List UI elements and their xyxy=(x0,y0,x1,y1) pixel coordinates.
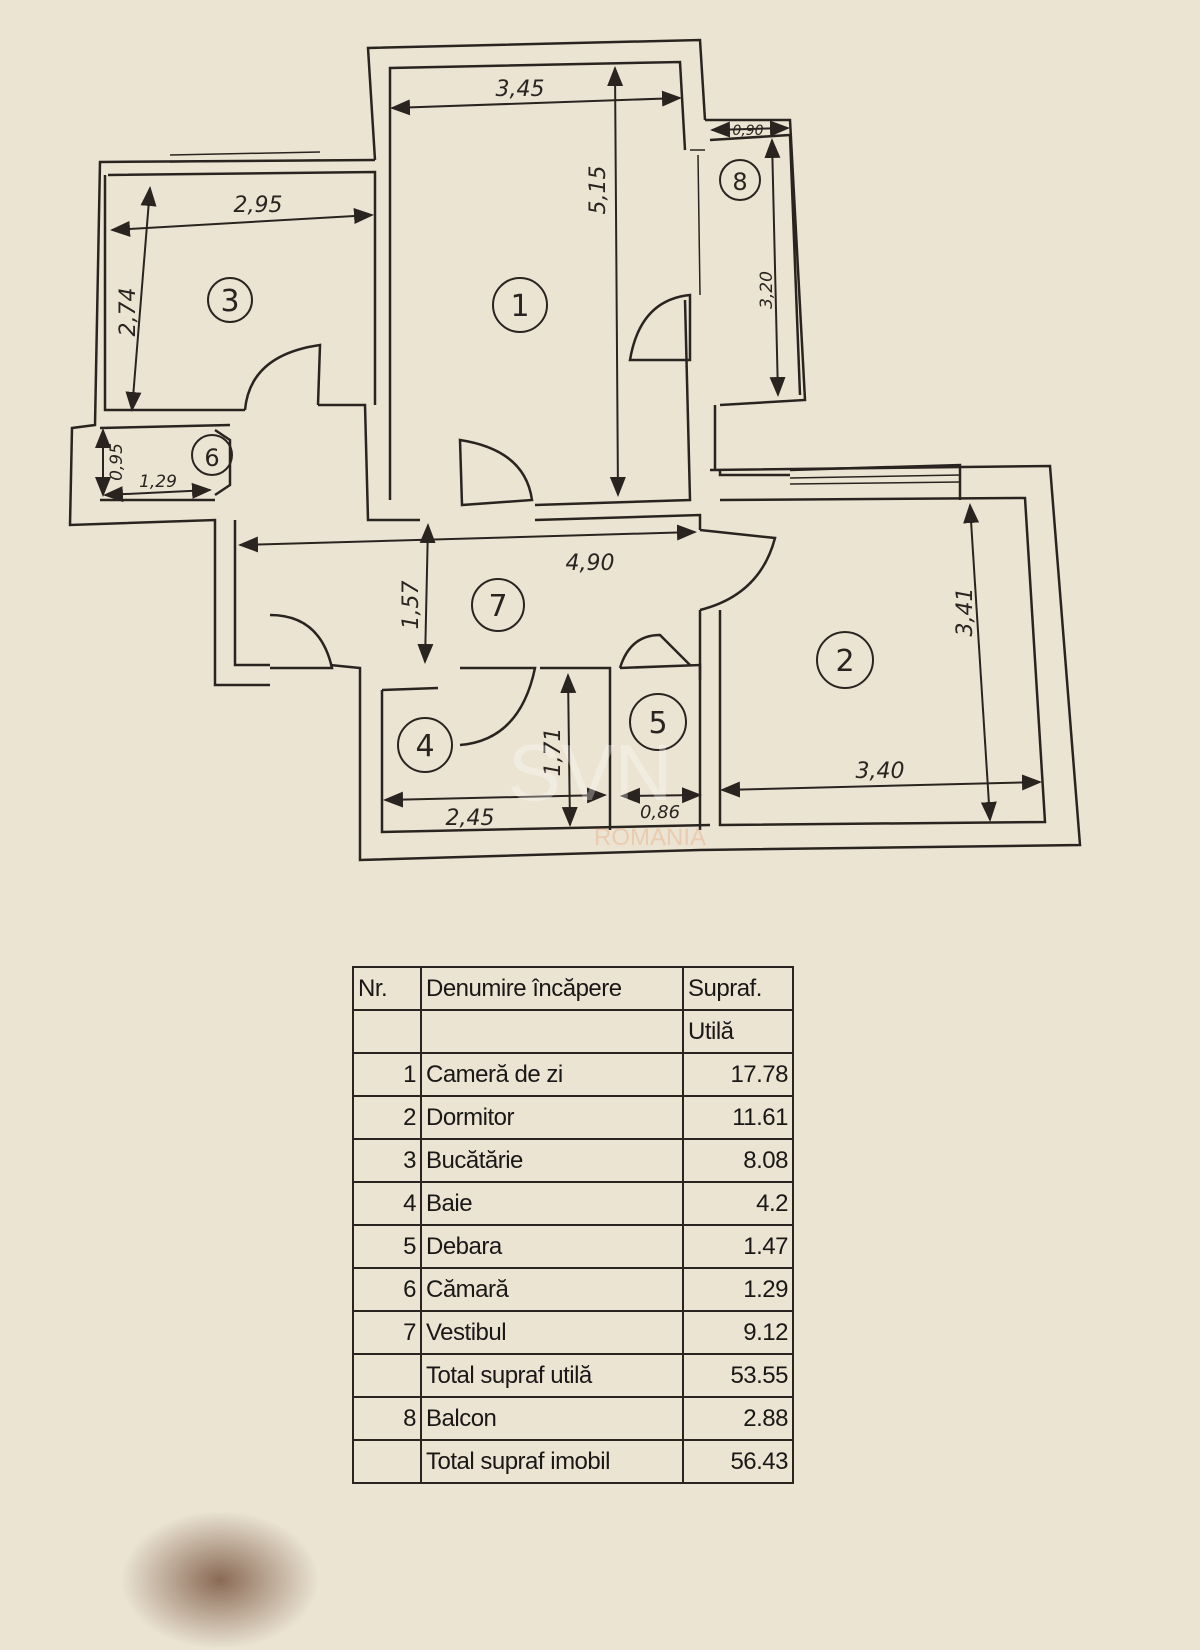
room-label-1: 1 xyxy=(510,289,529,324)
room-area: 2.88 xyxy=(682,1396,794,1441)
row-number: 5 xyxy=(352,1224,422,1269)
dimension-labels: 3,45 5,15 2,95 2,74 1,29 0,95 0,90 3,20 … xyxy=(107,77,978,831)
dim-room4-width: 2,45 xyxy=(446,806,495,831)
row-number: 3 xyxy=(352,1138,422,1183)
dim-room1-width: 3,45 xyxy=(496,77,545,102)
room-name: Cameră de zi xyxy=(420,1052,684,1097)
room-name: Total supraf utilă xyxy=(420,1353,684,1398)
room-area: 53.55 xyxy=(682,1353,794,1398)
header-nr: Nr. xyxy=(352,966,422,1011)
room-label-8: 8 xyxy=(732,168,747,196)
room-label-6: 6 xyxy=(204,444,219,472)
row-number: 7 xyxy=(352,1310,422,1355)
dim-room5-width: 0,86 xyxy=(640,802,680,823)
room-name: Balcon xyxy=(420,1396,684,1441)
watermark-sub: ROMANIA xyxy=(594,824,706,851)
dim-room2-width: 3,40 xyxy=(856,759,905,784)
row-number: 8 xyxy=(352,1396,422,1441)
dimension-lines xyxy=(95,66,1042,827)
room-name: Bucătărie xyxy=(420,1138,684,1183)
room-name: Cămară xyxy=(420,1267,684,1312)
dim-room1-length: 5,15 xyxy=(586,166,611,215)
room-label-7: 7 xyxy=(488,589,507,624)
dim-room6-width: 1,29 xyxy=(139,472,177,492)
row-number: 6 xyxy=(352,1267,422,1312)
dim-balcony-length: 3,20 xyxy=(757,271,777,309)
dim-balcony-width: 0,90 xyxy=(732,123,763,139)
room-label-4: 4 xyxy=(415,729,434,764)
dim-hall-length: 4,90 xyxy=(566,551,615,576)
header-area: Supraf. xyxy=(682,966,794,1011)
header-area-usable: Utilă xyxy=(682,1009,794,1054)
room-name: Total supraf imobil xyxy=(420,1439,684,1484)
room-area: 11.61 xyxy=(682,1095,794,1140)
room-area: 1.29 xyxy=(682,1267,794,1312)
room-area: 4.2 xyxy=(682,1181,794,1226)
room-area: 56.43 xyxy=(682,1439,794,1484)
dim-room2-length: 3,41 xyxy=(953,588,978,637)
dim-room3-length: 2,74 xyxy=(116,288,141,337)
room-label-3: 3 xyxy=(220,284,239,319)
room-area: 17.78 xyxy=(682,1052,794,1097)
row-number xyxy=(352,1353,422,1398)
dim-room3-width: 2,95 xyxy=(234,193,283,218)
photo-shadow xyxy=(120,1510,320,1650)
row-number xyxy=(352,1439,422,1484)
room-area: 8.08 xyxy=(682,1138,794,1183)
room-name: Vestibul xyxy=(420,1310,684,1355)
dim-hall-width: 1,57 xyxy=(399,581,424,630)
header-room-name-2 xyxy=(420,1009,684,1054)
room-name: Debara xyxy=(420,1224,684,1269)
room-area: 1.47 xyxy=(682,1224,794,1269)
floor-plan: 1 2 3 4 5 6 7 8 3,45 5,15 2,95 2,74 1,29… xyxy=(68,38,1082,862)
room-numbers: 1 2 3 4 5 6 7 8 xyxy=(204,168,854,764)
watermark: SVN ROMANIA xyxy=(508,728,706,851)
row-number: 1 xyxy=(352,1052,422,1097)
table-header-row: Nr. Denumire încăpere Supraf. xyxy=(352,966,794,1011)
room-label-5: 5 xyxy=(648,706,667,741)
room-name: Dormitor xyxy=(420,1095,684,1140)
room-name: Baie xyxy=(420,1181,684,1226)
header-nr-2 xyxy=(352,1009,422,1054)
row-number: 2 xyxy=(352,1095,422,1140)
dim-room6-length: 0,95 xyxy=(107,443,127,481)
table-header-row-2: Utilă xyxy=(352,1009,794,1054)
walls xyxy=(68,38,1082,862)
room-area: 9.12 xyxy=(682,1310,794,1355)
watermark-brand: SVN xyxy=(508,728,673,817)
dim-room4-length: 1,71 xyxy=(541,728,566,777)
room-label-2: 2 xyxy=(835,644,854,679)
header-room-name: Denumire încăpere xyxy=(420,966,684,1011)
row-number: 4 xyxy=(352,1181,422,1226)
room-number-circles xyxy=(191,159,874,773)
